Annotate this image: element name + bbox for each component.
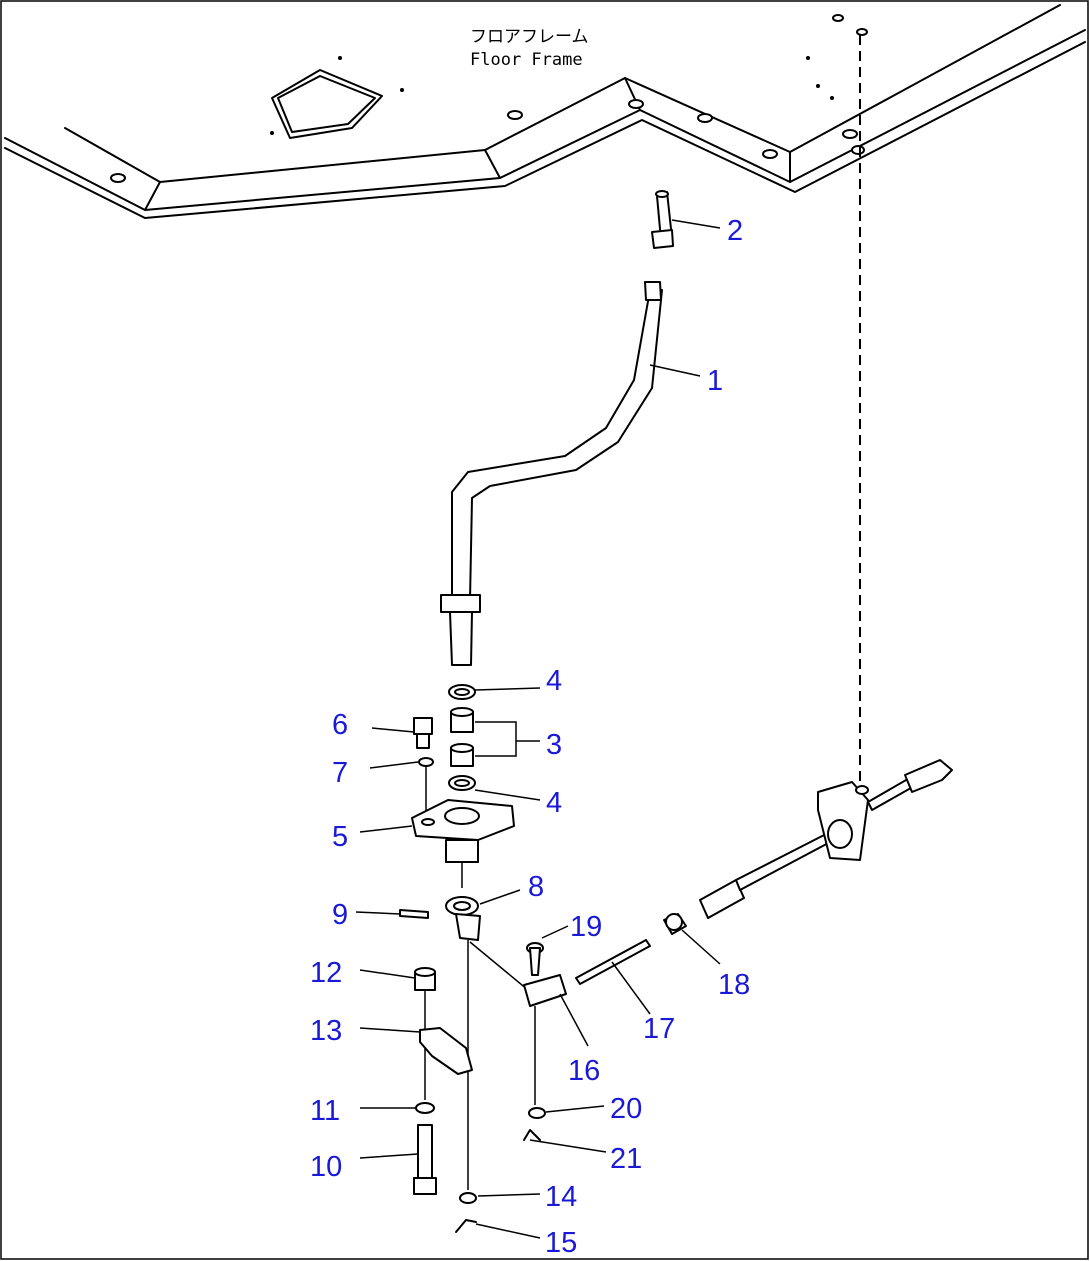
clevis-assembly (523, 942, 567, 1141)
callout-9: 9 (332, 899, 348, 931)
callout-4b: 4 (546, 787, 562, 819)
pin-part (399, 909, 429, 919)
callout-6: 6 (332, 709, 348, 741)
callout-2: 2 (727, 215, 743, 247)
bolt-washer-part (413, 717, 434, 815)
washer-14 (459, 1192, 477, 1204)
callout-4a: 4 (546, 665, 562, 697)
callout-8: 8 (528, 871, 544, 903)
callout-14: 14 (545, 1181, 577, 1213)
callout-11: 11 (310, 1095, 340, 1127)
callout-5: 5 (332, 821, 348, 853)
callout-17: 17 (643, 1013, 675, 1045)
callout-1: 1 (707, 365, 723, 397)
bushings-part (448, 684, 476, 791)
callout-15: 15 (545, 1227, 577, 1259)
callout-19: 19 (570, 911, 602, 943)
frame-label-english: Floor Frame (470, 50, 583, 70)
callout-21: 21 (610, 1143, 642, 1175)
callout-20: 20 (610, 1093, 642, 1125)
rod-end-assembly (413, 967, 473, 1195)
cotter-pin-15 (455, 1219, 477, 1233)
callout-16: 16 (568, 1055, 600, 1087)
knob-part (651, 190, 674, 249)
cable-bracket-assembly (699, 759, 953, 919)
callout-3: 3 (546, 729, 562, 761)
leader-lines (355, 219, 721, 1239)
frame-label-japanese: フロアフレーム (470, 27, 589, 47)
shift-lever-part (440, 281, 663, 666)
callout-13: 13 (310, 1015, 342, 1047)
floor-frame (4, 4, 1086, 219)
callout-7: 7 (332, 757, 348, 789)
callout-12: 12 (310, 957, 342, 989)
bracket-housing-part (411, 799, 515, 888)
rod-nut-assembly (575, 913, 687, 985)
callout-10: 10 (310, 1151, 342, 1183)
callout-18: 18 (718, 969, 750, 1001)
